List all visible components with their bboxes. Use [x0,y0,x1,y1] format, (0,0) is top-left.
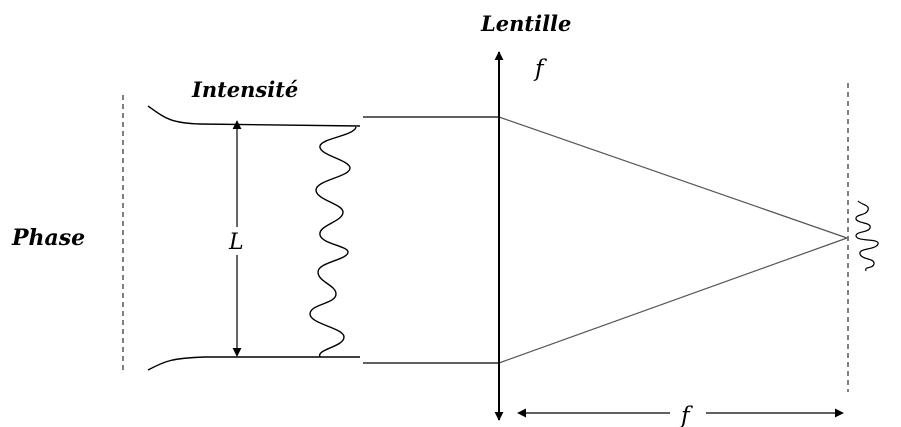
intensity-label: Intensité [191,77,298,102]
width-label-gap [226,227,248,255]
focal-distance-label: f [679,403,693,427]
phase-label: Phase [11,225,85,251]
intensity-profile-bottom-edge [147,356,360,371]
intensity-profile-top-edge [147,105,361,127]
converging-ray-bottom [498,237,848,364]
width-label: L [228,230,244,255]
intensity-fluctuation-wave [309,126,357,358]
lens-label: Lentille [480,11,571,36]
focal-spot-intensity-wiggle [855,200,879,272]
lens-focal-label: f [533,56,547,82]
converging-ray-top [498,116,848,239]
